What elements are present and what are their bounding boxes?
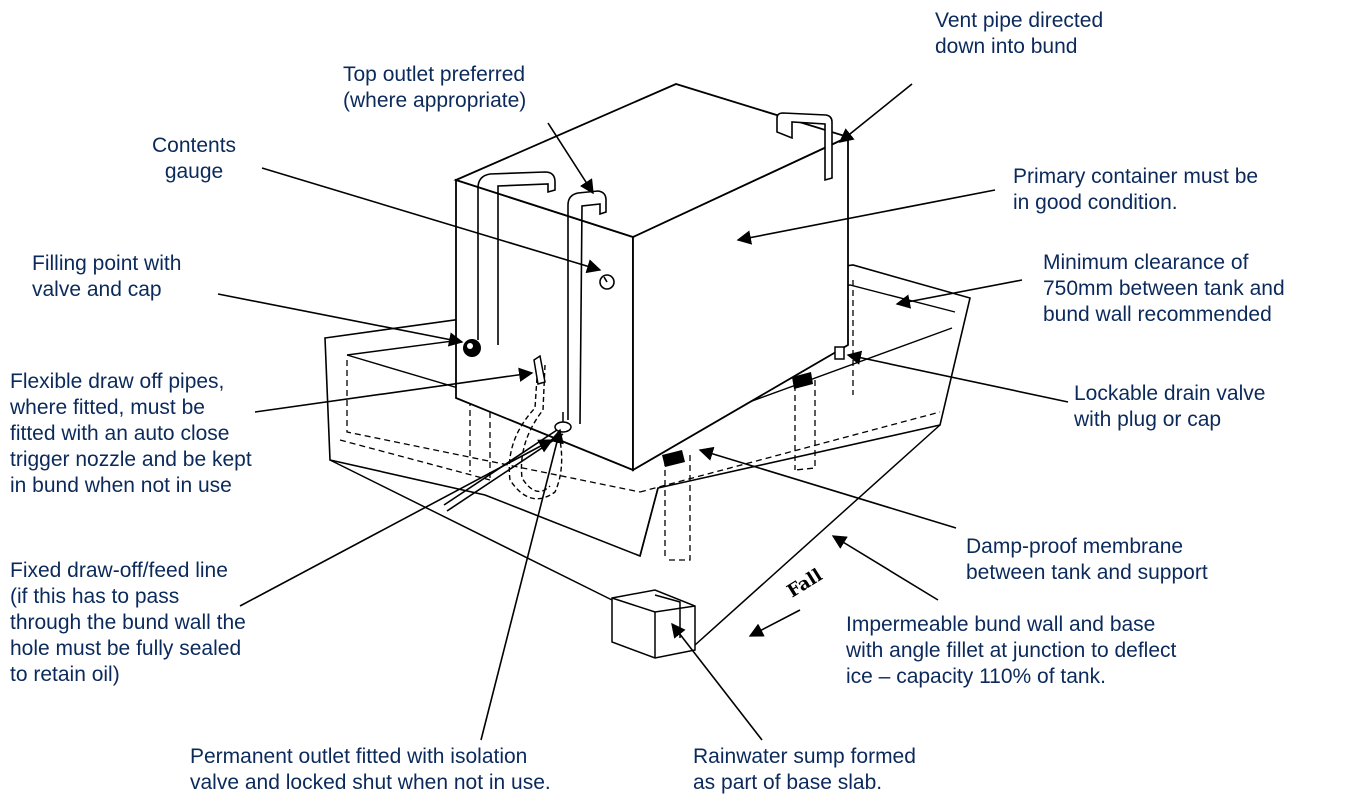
vent-pipe bbox=[776, 112, 833, 182]
damp-proof-pads bbox=[662, 372, 813, 467]
fall-arrow bbox=[748, 609, 801, 637]
filling-point bbox=[463, 339, 481, 357]
leader-contents-gauge bbox=[261, 167, 602, 274]
label-rainwater-sump: Rainwater sump formed as part of base sl… bbox=[693, 745, 916, 794]
top-outlet-pipe bbox=[567, 190, 607, 425]
leader-fixed-line bbox=[239, 439, 554, 607]
label-fixed-line: Fixed draw-off/feed line (if this has to… bbox=[10, 559, 246, 686]
label-vent-pipe: Vent pipe directed down into bund bbox=[935, 9, 1104, 58]
trigger-nozzle bbox=[533, 354, 546, 385]
leader-bund-wall bbox=[831, 535, 939, 601]
leader-rainwater-sump bbox=[671, 622, 763, 741]
leader-permanent-outlet bbox=[480, 428, 564, 741]
leader-filling-point bbox=[217, 293, 464, 347]
leader-min-clearance bbox=[895, 279, 1023, 309]
leader-damp-proof bbox=[698, 446, 957, 529]
filling-pipe bbox=[477, 171, 556, 345]
fixed-draw-off-line bbox=[443, 427, 564, 512]
label-flexible-pipes: Flexible draw off pipes, where fitted, m… bbox=[10, 370, 252, 497]
label-filling-point: Filling point with valve and cap bbox=[32, 252, 182, 301]
contents-gauge bbox=[599, 274, 615, 290]
label-primary-container: Primary container must be in good condit… bbox=[1013, 165, 1259, 214]
flexible-hose bbox=[508, 361, 563, 500]
drain-valve bbox=[834, 346, 845, 360]
primary-tank bbox=[453, 83, 851, 472]
leader-top-outlet bbox=[547, 122, 594, 195]
bund-hidden-edges bbox=[339, 280, 941, 561]
leader-flexible-pipes bbox=[254, 367, 534, 413]
rainwater-sump bbox=[611, 589, 696, 659]
label-drain-valve: Lockable drain valve with plug or cap bbox=[1074, 382, 1266, 431]
label-contents-gauge: Contents gauge bbox=[152, 134, 237, 183]
label-permanent-outlet: Permanent outlet fitted with isolation v… bbox=[190, 745, 551, 794]
label-min-clearance: Minimum clearance of 750mm between tank … bbox=[1043, 251, 1285, 326]
label-damp-proof: Damp-proof membrane between tank and sup… bbox=[966, 535, 1208, 584]
bund-base-edge bbox=[329, 424, 941, 646]
leader-primary-container bbox=[736, 189, 996, 245]
leader-drain-valve bbox=[846, 350, 1069, 403]
leader-vent-pipe bbox=[838, 83, 913, 143]
label-bund-wall: Impermeable bund wall and base with angl… bbox=[846, 613, 1177, 688]
label-top-outlet: Top outlet preferred (where appropriate) bbox=[343, 63, 527, 112]
fall-label: Fall bbox=[784, 565, 827, 603]
leader-lines bbox=[217, 83, 1069, 741]
